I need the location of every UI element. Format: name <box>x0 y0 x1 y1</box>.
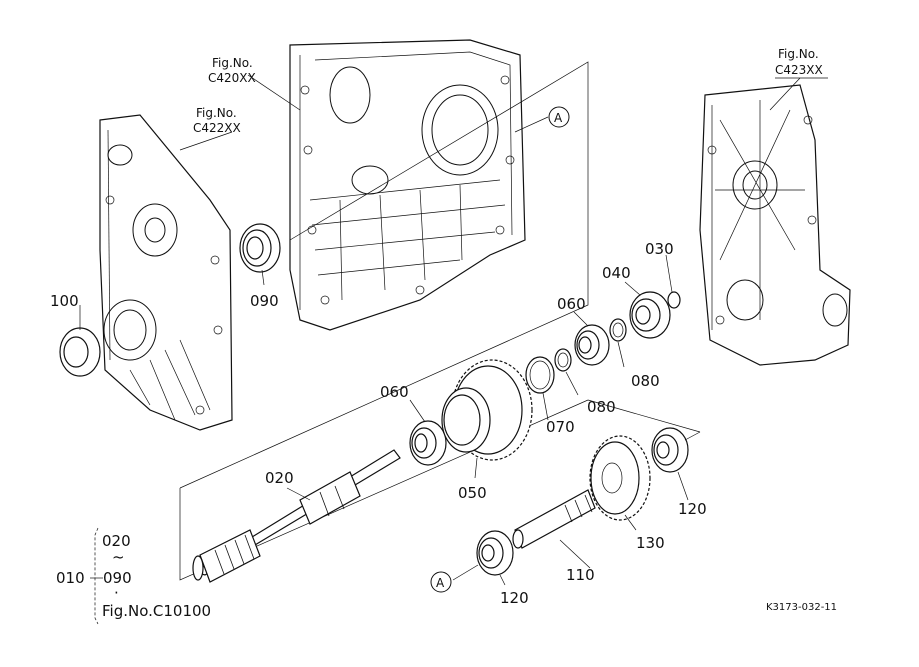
fig-ref-c420-line2: C420XX <box>208 71 256 85</box>
part-label-080-lower: 080 <box>587 398 616 416</box>
assembly-reference: 020 ~ 010 090 · Fig.No.C10100 <box>56 527 211 625</box>
part-label-100: 100 <box>50 292 79 310</box>
part-label-060-upper: 060 <box>557 295 586 313</box>
right-cover <box>699 84 851 366</box>
assembly-main: 010 <box>56 569 85 587</box>
callout-a-lower: A <box>430 571 452 593</box>
leader-lines <box>79 74 801 586</box>
part-label-040: 040 <box>602 264 631 282</box>
bearing-060-lower <box>409 420 447 466</box>
washer-080-upper <box>609 318 627 342</box>
bearing-090 <box>239 223 281 273</box>
part-label-120-upper: 120 <box>678 500 707 518</box>
part-labels: 100 090 020 060 050 070 060 080 040 080 … <box>50 240 707 607</box>
callout-a-upper-label: A <box>554 111 563 125</box>
gear-050 <box>441 359 533 461</box>
part-label-130: 130 <box>636 534 665 552</box>
part-label-110: 110 <box>566 566 595 584</box>
callout-a-upper: A <box>548 106 570 128</box>
fig-ref-c423-line2: C423XX <box>775 63 823 77</box>
fig-ref-c420: Fig.No. C420XX <box>208 56 256 85</box>
assembly-tilde: ~ <box>112 548 125 566</box>
washer-080-lower <box>554 348 572 372</box>
part-label-120-lower: 120 <box>500 589 529 607</box>
fig-ref-c423-line1: Fig.No. <box>778 47 819 61</box>
part-label-090: 090 <box>250 292 279 310</box>
part-label-060-lower: 060 <box>380 383 409 401</box>
bearing-120-lower <box>476 530 514 576</box>
center-case <box>289 39 526 331</box>
assembly-to: 090 <box>103 569 132 587</box>
fig-ref-c423: Fig.No. C423XX <box>775 47 828 79</box>
fig-ref-c420-line1: Fig.No. <box>212 56 253 70</box>
part-label-020: 020 <box>265 469 294 487</box>
assembly-ref: Fig.No.C10100 <box>102 602 211 620</box>
fig-ref-c422: Fig.No. C422XX <box>193 106 241 135</box>
assembly-frame <box>179 61 701 581</box>
shaft-110 <box>512 489 596 549</box>
bearing-060-upper <box>574 324 610 366</box>
fig-ref-c422-line1: Fig.No. <box>196 106 237 120</box>
assembly-from: 020 <box>102 532 131 550</box>
part-label-030: 030 <box>645 240 674 258</box>
bearing-120-upper <box>651 427 701 473</box>
left-cover <box>99 114 233 431</box>
bearing-040 <box>629 291 671 339</box>
shaft-020 <box>192 449 401 583</box>
callout-a-lower-label: A <box>436 576 445 590</box>
drawing-code: K3173-032-11 <box>766 602 837 613</box>
circlip-070 <box>525 356 555 394</box>
assembly-dot: · <box>114 584 119 602</box>
part-label-050: 050 <box>458 484 487 502</box>
seal-100 <box>59 327 101 377</box>
ring-030 <box>667 291 681 309</box>
fig-ref-c422-line2: C422XX <box>193 121 241 135</box>
part-label-080-upper: 080 <box>631 372 660 390</box>
gear-130 <box>589 435 651 521</box>
part-label-070: 070 <box>546 418 575 436</box>
